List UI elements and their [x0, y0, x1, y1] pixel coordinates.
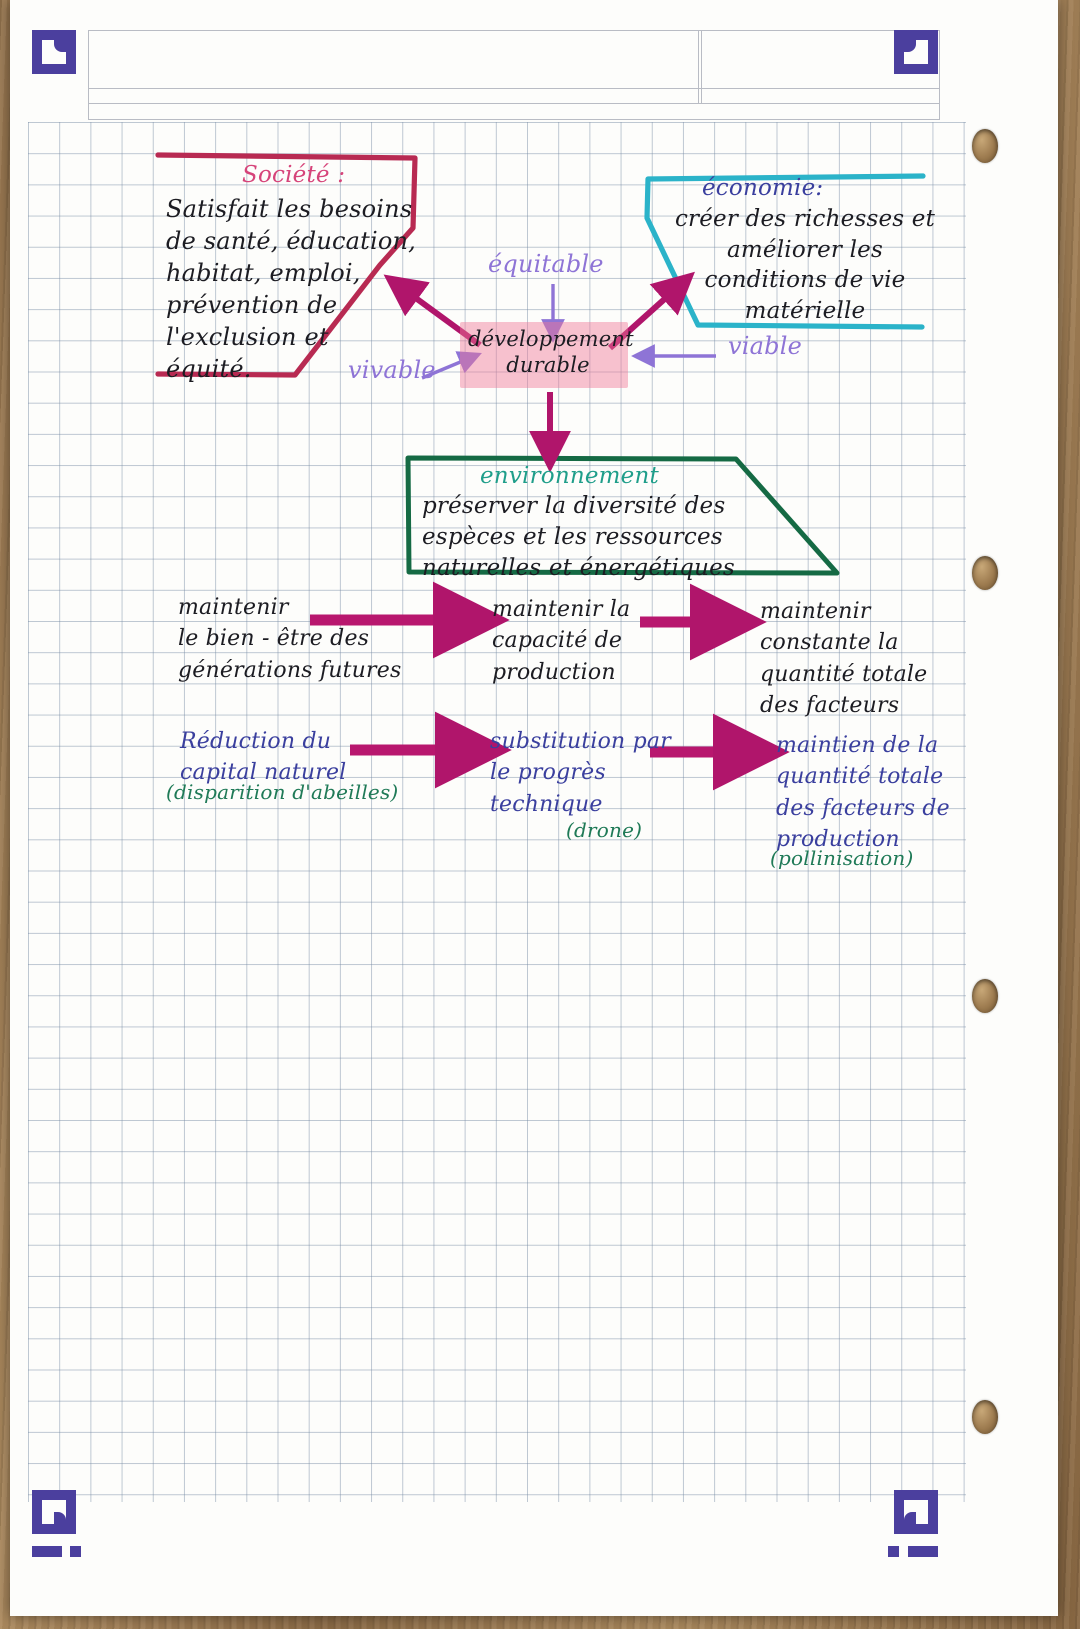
chain2-step-3: maintien de la quantité totale des facte… [776, 733, 950, 853]
societe-body: Satisfait les besoins de santé, éducatio… [166, 195, 417, 383]
label-equitable: équitable [488, 250, 604, 278]
registration-mark-top-left [32, 30, 76, 74]
chain2-note-2: (drone) [566, 818, 643, 842]
notebook-page: développement durable Société : Satisfai… [10, 0, 1058, 1616]
punch-hole-1 [972, 129, 998, 163]
header-box-name [88, 30, 702, 104]
environnement-title: environnement [480, 463, 659, 489]
chain2-step-1: Réduction du capital naturel [180, 729, 347, 786]
chain2-note-1: (disparition d'abeilles) [166, 780, 399, 804]
economie-body: créer des richesses et améliorer les con… [674, 206, 936, 324]
chain1-step-2: maintenir la capacité de production [492, 597, 631, 685]
punch-hole-4 [972, 1400, 998, 1434]
chain1-step-1: maintenir le bien - être des générations… [178, 595, 402, 683]
chain1-step-3: maintenir constante la quantité totale d… [760, 599, 928, 719]
registration-dot-bottom-left [70, 1546, 81, 1557]
label-vivable: vivable [348, 356, 436, 384]
registration-mark-bottom-right [894, 1490, 938, 1534]
economie-title: économie: [702, 175, 824, 201]
header-box-date [698, 30, 940, 104]
environnement-body: préserver la diversité des espèces et le… [422, 493, 735, 582]
registration-mark-top-right [894, 30, 938, 74]
registration-dot-bottom-right [888, 1546, 899, 1557]
chain2-note-3: (pollinisation) [770, 846, 914, 870]
punch-hole-3 [972, 979, 998, 1013]
center-label: développement durable [468, 327, 634, 378]
registration-dash-bottom-right [908, 1546, 938, 1557]
header-box-second-row [88, 88, 940, 120]
label-viable: viable [728, 332, 802, 360]
chain2-step-2: substitution par le progrès technique [490, 729, 671, 817]
center-highlight [460, 322, 628, 388]
registration-mark-bottom-left [32, 1490, 76, 1534]
societe-title: Société : [242, 162, 346, 188]
punch-hole-2 [972, 556, 998, 590]
registration-dash-bottom-left [32, 1546, 62, 1557]
